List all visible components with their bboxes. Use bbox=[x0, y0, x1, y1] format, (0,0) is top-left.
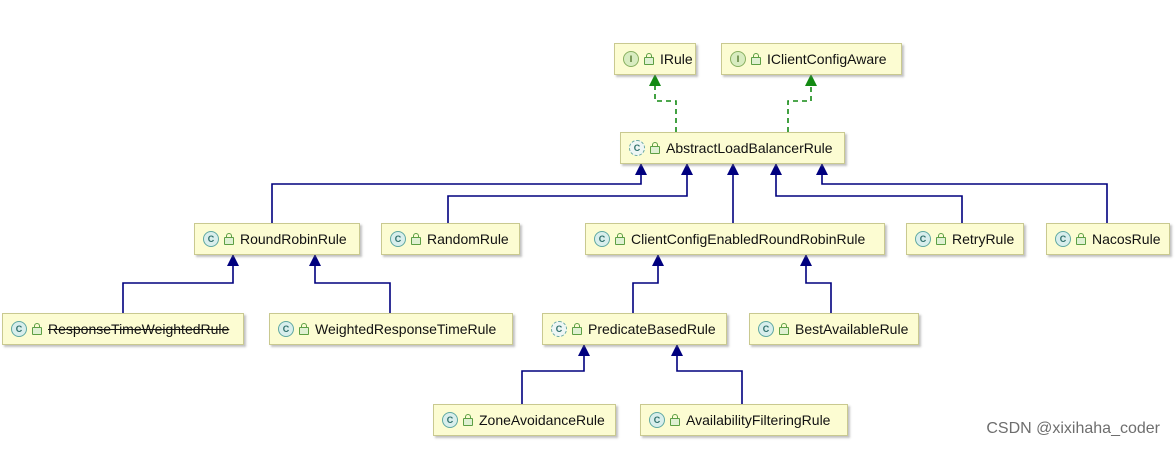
node-nacosrule[interactable]: C NacosRule bbox=[1046, 223, 1170, 255]
public-lock-icon bbox=[644, 53, 654, 65]
node-roundrobinrule[interactable]: C RoundRobinRule bbox=[194, 223, 360, 255]
node-label: ZoneAvoidanceRule bbox=[479, 412, 605, 428]
edge-randomrule-to-abstractloadbalancerrule bbox=[447, 163, 693, 223]
class-icon: C bbox=[915, 231, 931, 247]
class-icon: C bbox=[11, 321, 27, 337]
node-label: IClientConfigAware bbox=[767, 51, 887, 67]
edge-roundrobinrule-to-abstractloadbalancerrule bbox=[271, 163, 647, 223]
abstract-class-icon: C bbox=[551, 321, 567, 337]
class-icon: C bbox=[649, 412, 665, 428]
edge-weightedresponsetimerule-to-roundrobinrule bbox=[309, 254, 391, 313]
class-icon: C bbox=[1055, 231, 1071, 247]
node-iclientconfigaware[interactable]: I IClientConfigAware bbox=[721, 43, 902, 75]
node-label: WeightedResponseTimeRule bbox=[315, 321, 497, 337]
public-lock-icon bbox=[751, 53, 761, 65]
public-lock-icon bbox=[670, 414, 680, 426]
interface-icon: I bbox=[730, 51, 746, 67]
node-label: BestAvailableRule bbox=[795, 321, 909, 337]
node-zoneavoidancerule[interactable]: C ZoneAvoidanceRule bbox=[433, 404, 616, 436]
node-bestavailablerule[interactable]: C BestAvailableRule bbox=[749, 313, 919, 345]
node-label: AvailabilityFilteringRule bbox=[686, 412, 831, 428]
node-label: RandomRule bbox=[427, 231, 509, 247]
node-label: PredicateBasedRule bbox=[588, 321, 716, 337]
public-lock-icon bbox=[615, 233, 625, 245]
node-responsetimeweightedrule[interactable]: C ResponseTimeWeightedRule bbox=[2, 313, 244, 345]
watermark-text: CSDN @xixihaha_coder bbox=[986, 420, 1160, 437]
public-lock-icon bbox=[936, 233, 946, 245]
abstract-class-icon: C bbox=[629, 140, 645, 156]
class-icon: C bbox=[594, 231, 610, 247]
class-icon: C bbox=[203, 231, 219, 247]
public-lock-icon bbox=[299, 323, 309, 335]
node-label: IRule bbox=[660, 51, 693, 67]
node-irule[interactable]: I IRule bbox=[614, 43, 696, 75]
node-label: NacosRule bbox=[1092, 231, 1161, 247]
public-lock-icon bbox=[1076, 233, 1086, 245]
edge-zoneavoidancerule-to-predicatebasedrule bbox=[521, 344, 590, 404]
interface-icon: I bbox=[623, 51, 639, 67]
node-availabilityfilteringrule[interactable]: C AvailabilityFilteringRule bbox=[640, 404, 848, 436]
class-icon: C bbox=[390, 231, 406, 247]
public-lock-icon bbox=[224, 233, 234, 245]
public-lock-icon bbox=[779, 323, 789, 335]
node-label: ResponseTimeWeightedRule bbox=[48, 321, 230, 337]
node-label: AbstractLoadBalancerRule bbox=[666, 140, 833, 156]
edge-availabilityfilteringrule-to-predicatebasedrule bbox=[671, 344, 743, 404]
edge-predicatebasedrule-to-clientconfigenabledroundrobinrule bbox=[632, 254, 664, 313]
public-lock-icon bbox=[411, 233, 421, 245]
inheritance-edges bbox=[122, 74, 1108, 404]
node-label: RoundRobinRule bbox=[240, 231, 347, 247]
class-icon: C bbox=[278, 321, 294, 337]
node-label: RetryRule bbox=[952, 231, 1015, 247]
public-lock-icon bbox=[32, 323, 42, 335]
class-icon: C bbox=[758, 321, 774, 337]
node-retryrule[interactable]: C RetryRule bbox=[906, 223, 1024, 255]
node-predicatebasedrule[interactable]: C PredicateBasedRule bbox=[542, 313, 727, 345]
edge-bestavailablerule-to-clientconfigenabledroundrobinrule bbox=[800, 254, 832, 313]
node-abstractloadbalancerrule[interactable]: C AbstractLoadBalancerRule bbox=[620, 132, 845, 164]
node-randomrule[interactable]: C RandomRule bbox=[381, 223, 520, 255]
public-lock-icon bbox=[650, 142, 660, 154]
node-weightedresponsetimerule[interactable]: C WeightedResponseTimeRule bbox=[269, 313, 513, 345]
edge-retryrule-to-abstractloadbalancerrule bbox=[770, 163, 963, 223]
edge-abstractloadbalancerrule-to-iclientconfigaware bbox=[787, 74, 817, 132]
node-label: ClientConfigEnabledRoundRobinRule bbox=[631, 231, 866, 247]
edge-responsetimeweightedrule-to-roundrobinrule bbox=[122, 254, 239, 313]
edge-nacosrule-to-abstractloadbalancerrule bbox=[816, 163, 1108, 223]
class-icon: C bbox=[442, 412, 458, 428]
node-clientconfigenabledroundrobinrule[interactable]: C ClientConfigEnabledRoundRobinRule bbox=[585, 223, 885, 255]
public-lock-icon bbox=[463, 414, 473, 426]
edge-abstractloadbalancerrule-to-irule bbox=[649, 74, 677, 132]
public-lock-icon bbox=[572, 323, 582, 335]
